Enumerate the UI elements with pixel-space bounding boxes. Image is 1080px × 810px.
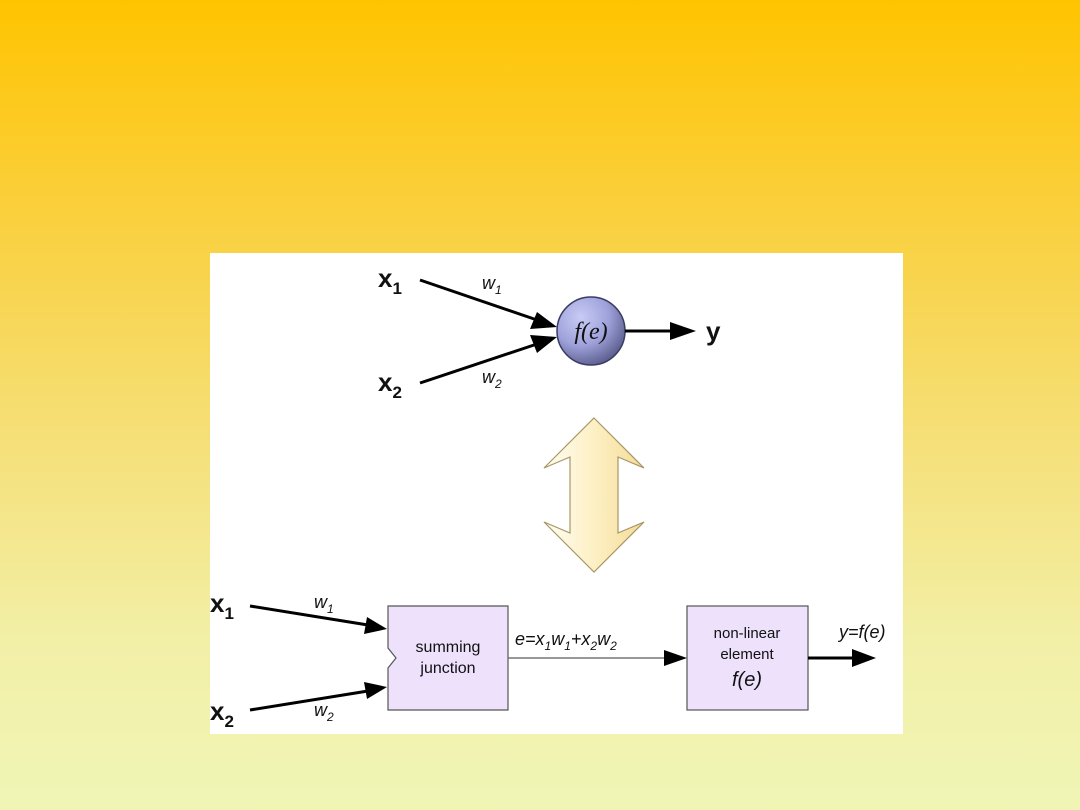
- bottom-input-x1: x1: [210, 588, 234, 623]
- bottom-output-arrowhead: [852, 649, 876, 667]
- summing-junction-label-line2: junction: [419, 660, 475, 677]
- bottom-output-label: y=f(e): [837, 622, 886, 642]
- top-arrowhead-x1: [530, 312, 557, 329]
- bottom-arrowhead-x1: [364, 617, 387, 634]
- summing-junction-box: [387, 605, 509, 711]
- nonlinear-label-line3: f(e): [732, 669, 762, 691]
- bottom-input-x2: x2: [210, 696, 234, 731]
- bottom-edge-x2: [249, 689, 369, 712]
- bottom-arrowhead-x2: [364, 682, 387, 699]
- top-edge-x2: [419, 341, 541, 385]
- junction-to-element-arrowhead: [664, 650, 687, 666]
- top-arrowhead-x2: [530, 335, 557, 353]
- top-weight-w2: w2: [482, 367, 502, 391]
- nonlinear-label-line1: non-linear: [714, 625, 781, 642]
- neuron-node-label: f(e): [574, 319, 607, 345]
- top-weight-w1: w1: [482, 273, 502, 297]
- top-output-y: y: [706, 316, 721, 346]
- bottom-weight-w2: w2: [314, 700, 334, 724]
- diagram-panel: x1 x2 w1 w2 f(e) y x1 x2 w1 w2 summing j…: [210, 253, 903, 734]
- summing-junction-label-line1: summing: [416, 639, 481, 656]
- bottom-edge-x1: [249, 604, 369, 627]
- nonlinear-element-box: [686, 605, 809, 711]
- neuron-diagram: x1 x2 w1 w2 f(e) y x1 x2 w1 w2 summing j…: [210, 263, 886, 731]
- top-output-arrowhead: [670, 322, 696, 340]
- top-input-x2: x2: [378, 367, 402, 402]
- top-edge-x1: [419, 278, 541, 323]
- nonlinear-label-line2: element: [720, 646, 774, 663]
- equivalence-double-arrow: [543, 417, 645, 573]
- sum-equation: e=x1w1+x2w2: [515, 629, 617, 653]
- bottom-weight-w1: w1: [314, 592, 334, 616]
- top-input-x1: x1: [378, 263, 402, 298]
